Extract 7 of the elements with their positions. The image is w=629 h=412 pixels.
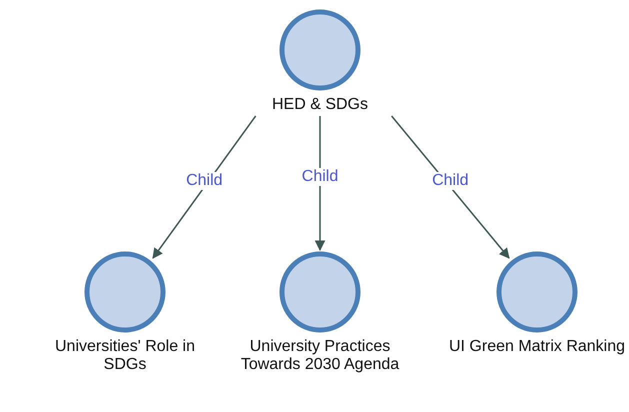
edge-label: Child: [300, 168, 340, 186]
node-label: University Practices Towards 2030 Agenda: [240, 338, 400, 374]
node-label: HED & SDGs: [272, 96, 368, 114]
arrow: [152, 116, 256, 259]
node-label: UI Green Matrix Ranking: [448, 338, 626, 356]
node-label: Universities' Role in SDGs: [54, 338, 196, 374]
arrow: [391, 116, 510, 259]
